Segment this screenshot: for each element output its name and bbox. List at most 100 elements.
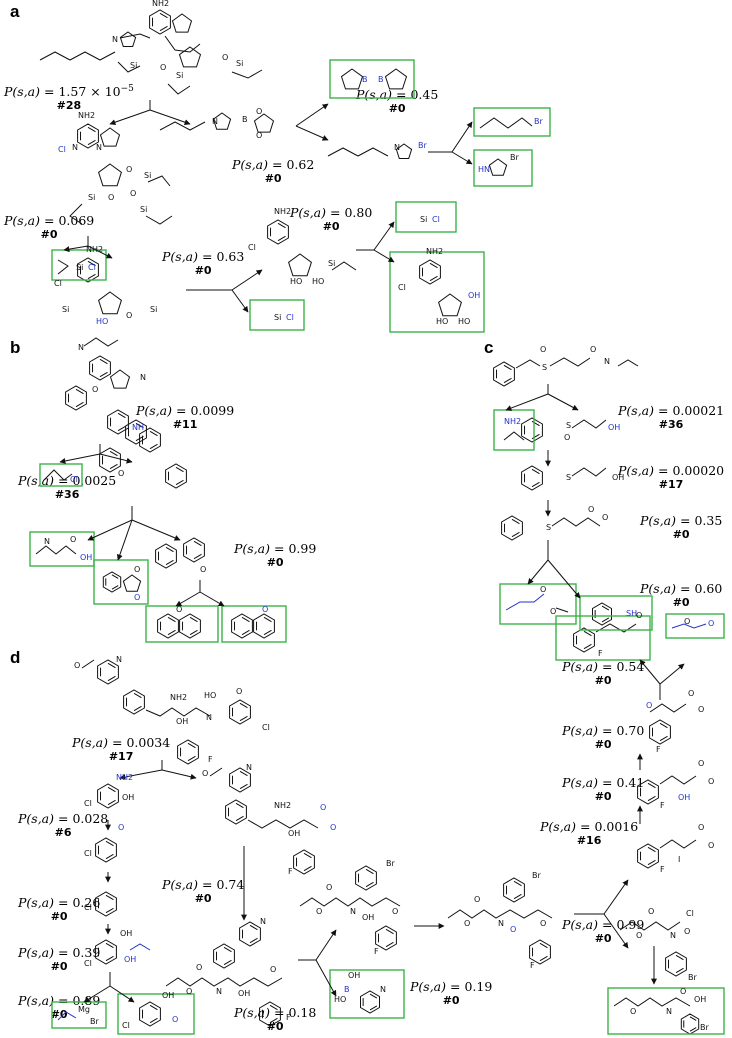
aromatic-bond — [269, 1017, 278, 1024]
step-label-b1: P(s,a) = 0.0099#11 — [136, 403, 235, 432]
step-label-c4: P(s,a) = 0.60#0 — [640, 581, 723, 610]
arrow-d9-up — [603, 879, 629, 915]
pyrazole-ring — [119, 31, 137, 47]
atom-ho: HO — [334, 995, 346, 1004]
atom-o: O — [172, 1015, 178, 1024]
aromatic-bond — [175, 466, 184, 473]
atom-o: O — [256, 107, 262, 116]
aromatic-bond — [105, 894, 114, 901]
benzene-ring-c4 — [501, 515, 523, 541]
aromatic-bond — [159, 25, 168, 32]
pentyl-chain — [39, 51, 116, 61]
fork-b1-left-arrow — [59, 453, 101, 464]
atom-f: F — [660, 801, 665, 810]
atom-ho: HO — [312, 277, 324, 286]
allyl-chloride — [43, 469, 73, 481]
benzene-ring-bb-c — [592, 602, 612, 626]
atom-oh: OH — [362, 913, 374, 922]
vinyl-d5 — [129, 943, 151, 951]
aromatic-bond — [87, 139, 96, 146]
atom-f: F — [660, 865, 665, 874]
atom-o: O — [196, 963, 202, 972]
atom-br: Br — [688, 973, 697, 982]
naphthalene-ring-b1-a — [107, 409, 129, 435]
salicylaldehyde-ring — [139, 1001, 161, 1027]
atom-o: O — [708, 841, 714, 850]
arrow-d7-up — [315, 929, 337, 961]
atom-cl: Cl — [84, 959, 92, 968]
building-block-boxes — [29, 59, 725, 1035]
atom-o: O — [118, 469, 124, 478]
atom-oh: OH — [288, 829, 300, 838]
box-allyl-chloride — [39, 463, 83, 487]
step-label-d12: P(s,a) = 0.54#0 — [562, 659, 645, 688]
aromatic-bond — [235, 815, 244, 822]
pentyl-chain-a4 — [327, 147, 389, 157]
aromatic-bond — [105, 907, 114, 914]
aromatic-bond — [159, 12, 168, 19]
aromatic-bond — [659, 722, 668, 729]
arrow-c4-left — [527, 559, 549, 585]
atom-sh: SH — [626, 609, 637, 618]
pyridine-ring-d1 — [97, 659, 119, 685]
atom-o: O — [588, 505, 594, 514]
aromatic-bond — [87, 273, 96, 280]
d8-backbone — [299, 897, 401, 907]
spiro-ring-b1 — [109, 369, 131, 389]
atom-n: N — [380, 985, 386, 994]
propanoate-chain — [595, 623, 637, 633]
atom-oh: OH — [694, 995, 706, 1004]
imidazole-ring — [171, 13, 193, 33]
aromatic-bond — [239, 783, 248, 790]
b2pin2-ring-right — [384, 68, 408, 90]
atom-n: N — [246, 763, 252, 772]
panel-label-a: a — [10, 2, 20, 21]
aromatic-bond — [429, 262, 438, 269]
aromatic-bond — [223, 959, 232, 966]
atom-b: B — [378, 75, 384, 84]
box-tbscl-a2 — [249, 299, 305, 331]
step-label-d3: P(s,a) = 0.26#0 — [18, 895, 101, 924]
box-sarcosine — [29, 531, 95, 567]
atom-b: B — [344, 985, 350, 994]
atom-o: O — [134, 593, 140, 602]
atom-o: O — [320, 803, 326, 812]
aromatic-bond — [111, 574, 119, 579]
atom-o: O — [602, 513, 608, 522]
atom-ho: HO — [204, 691, 216, 700]
fluorophenyl-ring-d11 — [637, 779, 659, 805]
fork-a4-left-arrow — [63, 245, 89, 253]
atom-cl: Cl — [398, 283, 406, 292]
atom-o: O — [698, 705, 704, 714]
formate-chain — [671, 623, 707, 629]
purine-ring-a5 — [77, 257, 99, 283]
atom-oh: OH — [238, 989, 250, 998]
atom-o: O — [648, 907, 654, 916]
atom-o: O — [708, 619, 714, 628]
atom-br: Br — [386, 859, 395, 868]
aromatic-bond — [647, 782, 656, 789]
propiolate-ethyl — [555, 607, 569, 613]
box-4-bromopyrazole — [473, 149, 533, 187]
aromatic-bond — [511, 531, 520, 538]
atom-o: O — [134, 565, 140, 574]
naphthalene-ring-b2 — [165, 463, 187, 489]
tbu-amine — [503, 431, 525, 441]
aromatic-bond — [105, 955, 114, 962]
aromatic-bond — [149, 443, 158, 450]
aromatic-bond — [189, 616, 198, 623]
atom-br: Br — [510, 153, 519, 162]
atom-si: Si — [150, 305, 157, 314]
atom-o: O — [326, 883, 332, 892]
atom-o: O — [160, 63, 166, 72]
arrow-d12a-right — [659, 663, 685, 685]
atom-nh2: NH2 — [504, 417, 521, 426]
imidazole-ring-a2 — [99, 127, 121, 147]
sugar-bonds — [164, 35, 201, 53]
purine-ring-a2 — [77, 123, 99, 149]
naphthaldehyde-ring-a — [231, 613, 253, 639]
aromatic-bond — [135, 422, 144, 429]
atom-oh: OH — [80, 553, 92, 562]
aromatic-bond — [513, 880, 522, 887]
